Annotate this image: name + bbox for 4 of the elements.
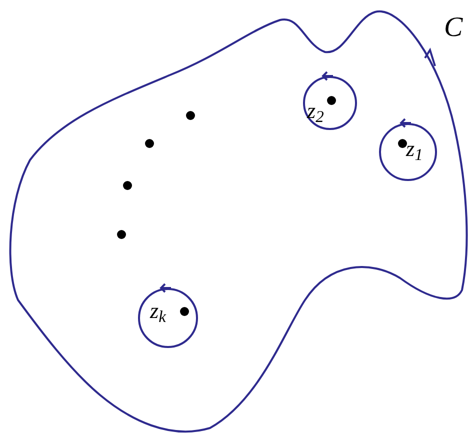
contour-label: C <box>444 14 463 42</box>
point-label: z$_{k}$ <box>150 300 166 322</box>
point-label: z$_{1}$ <box>406 138 423 160</box>
point-label: z$_{2}$ <box>307 100 324 122</box>
